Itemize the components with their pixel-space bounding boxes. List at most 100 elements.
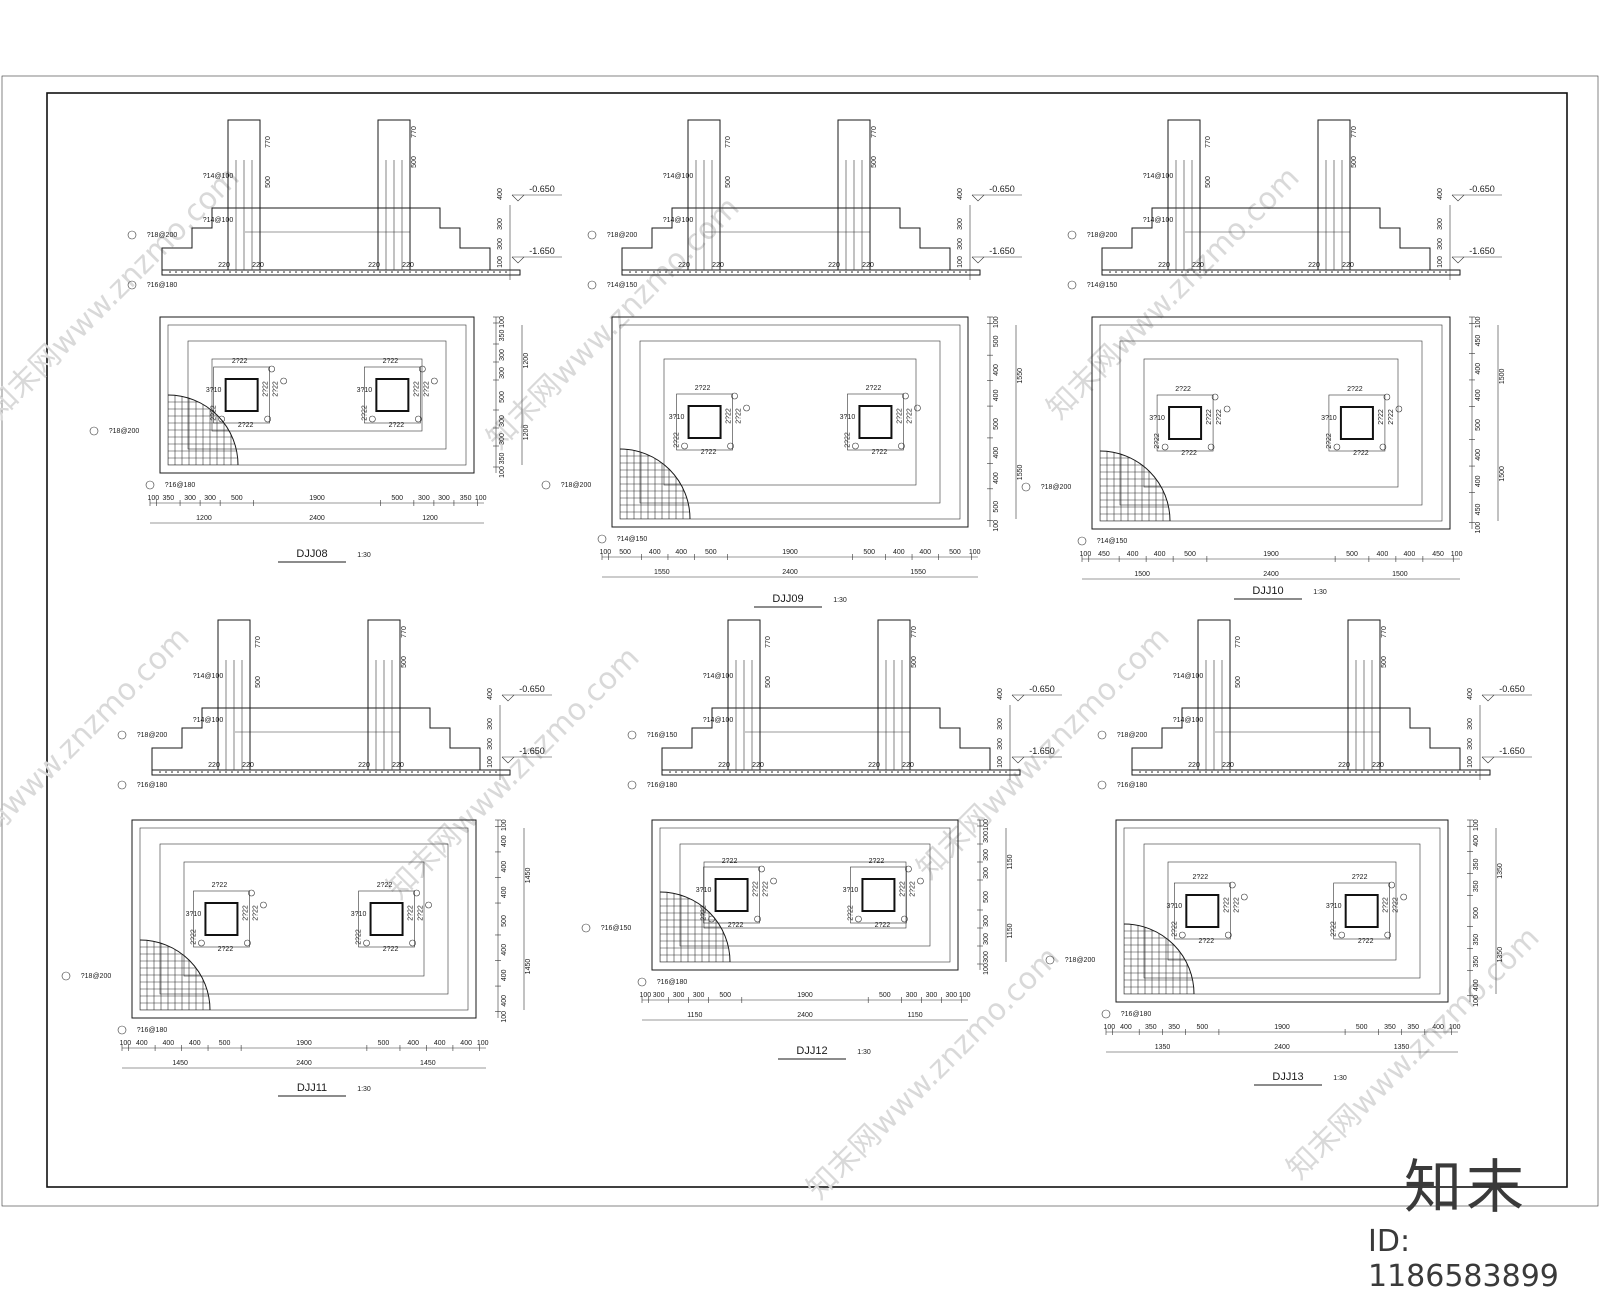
rebar-marker-2 xyxy=(1077,536,1087,546)
slab-rebar-dot xyxy=(367,271,369,273)
column-rebar-label: 2?22 xyxy=(408,905,415,921)
plan-rebar-label: ?18@200 xyxy=(81,973,112,980)
slab-rebar-dot xyxy=(857,271,859,273)
slab-rebar-dot xyxy=(1253,771,1255,773)
column-height-label: 770 xyxy=(725,136,732,148)
slab-rebar-dot xyxy=(411,771,413,773)
section-height-label: 300 xyxy=(997,738,1004,750)
plan-rebar-label: ?16@180 xyxy=(137,1027,168,1034)
column-rebar-label: 2?22 xyxy=(1175,386,1191,393)
slab-rebar-dot xyxy=(1373,771,1375,773)
plan-column xyxy=(224,378,259,412)
right-dim-label: 350 xyxy=(1473,934,1480,946)
slab-rebar-dot xyxy=(345,771,347,773)
section-height-label: 300 xyxy=(497,238,504,250)
column-rebar-label: 2?22 xyxy=(1154,433,1161,449)
slab-rebar-dot xyxy=(881,271,883,273)
slab-rebar-dot xyxy=(1367,271,1369,273)
slab-rebar-dot xyxy=(1169,271,1171,273)
bottom-dim-label: 400 xyxy=(919,549,931,556)
rebar-callout xyxy=(1384,931,1391,939)
slab-rebar-dot xyxy=(337,271,339,273)
column-offset-label: 220 xyxy=(678,262,690,269)
slab-rebar-dot xyxy=(719,271,721,273)
rebar-marker-2 xyxy=(145,480,155,490)
plan-column xyxy=(1344,894,1379,928)
slab-rebar-dot xyxy=(773,271,775,273)
plan-beam-outline xyxy=(1167,861,1397,961)
column-rebar-label: 2?22 xyxy=(356,929,363,945)
slab-rebar-dot xyxy=(699,771,701,773)
rebar-marker-1 xyxy=(117,730,127,740)
bottom-dim-label: 500 xyxy=(1196,1024,1208,1031)
slab-rebar-dot xyxy=(1265,271,1267,273)
bottom-dim-label: 400 xyxy=(189,1040,201,1047)
slab-rebar-dot xyxy=(1211,271,1213,273)
slab-rebar-dot xyxy=(259,271,261,273)
slab-rebar-dot xyxy=(1289,271,1291,273)
slab-rebar-dot xyxy=(1289,771,1291,773)
plan-base-outline xyxy=(619,324,961,520)
level-triangle xyxy=(1451,194,1465,202)
slab-rebar-dot xyxy=(647,271,649,273)
column-rebar-label: 2?22 xyxy=(1352,874,1368,881)
rebar-callout xyxy=(770,877,777,885)
right-dim-label: 300 xyxy=(499,415,506,427)
slab-rebar-dot xyxy=(879,771,881,773)
slab-rebar-dot xyxy=(451,271,453,273)
slab-rebar-dot xyxy=(1157,271,1159,273)
rebar-callout xyxy=(415,415,422,423)
plan-outer-outline xyxy=(159,316,475,474)
slab-rebar-dot xyxy=(929,271,931,273)
right-dim-label: 100 xyxy=(993,316,1000,328)
slab-rebar-dot xyxy=(899,271,901,273)
slab-rebar-dot xyxy=(1409,271,1411,273)
bottom-total-label: 2400 xyxy=(309,515,325,522)
right-total-label: 1500 xyxy=(1499,466,1506,482)
foundation-rebar-mesh xyxy=(620,449,690,519)
bottom-dim-label: 500 xyxy=(879,992,891,999)
slab-rebar-dot xyxy=(265,271,267,273)
detail-title: DJJ08 xyxy=(296,548,327,560)
column-rebar-label: 2?22 xyxy=(866,385,882,392)
bottom-dim-label: 100 xyxy=(969,549,981,556)
slab-rebar-dot xyxy=(861,771,863,773)
slab-rebar-dot xyxy=(343,271,345,273)
slab-rebar-dot xyxy=(869,271,871,273)
rebar-callout xyxy=(264,415,271,423)
column-rebar-label: 2?22 xyxy=(423,381,430,397)
slab-rebar-dot xyxy=(843,771,845,773)
column-rebar-label: 2?22 xyxy=(875,922,891,929)
rebar-callout xyxy=(731,392,738,400)
right-dim-label: 400 xyxy=(501,995,508,1007)
slab-rebar-dot xyxy=(1313,771,1315,773)
bottom-dim-label: 400 xyxy=(434,1040,446,1047)
slab-rebar-dot xyxy=(1115,271,1117,273)
section-base-slab xyxy=(621,269,981,276)
rebar-callout xyxy=(1395,405,1403,413)
level-triangle xyxy=(1011,756,1025,764)
slab-rebar-dot xyxy=(1247,771,1249,773)
column-rebar-label: 2?22 xyxy=(1206,409,1213,425)
right-dim-label: 300 xyxy=(499,433,506,445)
slab-rebar-dot xyxy=(375,771,377,773)
section-base-slab xyxy=(161,269,521,276)
column-rebar-label: 2?22 xyxy=(383,946,399,953)
slab-rebar-dot xyxy=(1439,771,1441,773)
slab-rebar-dot xyxy=(963,771,965,773)
detail-djj12: 770500400300300100770500-0.650-1.650?14@… xyxy=(581,619,1062,1060)
slab-rebar-dot xyxy=(845,271,847,273)
column-rebar-label: 2?22 xyxy=(232,358,248,365)
slab-rebar-dot xyxy=(505,271,507,273)
rebar-callout xyxy=(431,377,438,385)
slab-rebar-dot xyxy=(1163,271,1165,273)
slab-rebar-dot xyxy=(351,771,353,773)
slab-rebar-dot xyxy=(475,271,477,273)
bottom-dim-label: 400 xyxy=(460,1040,472,1047)
slab-rebar-dot xyxy=(1379,271,1381,273)
right-dim-label: 100 xyxy=(1475,522,1482,534)
plan-column-ring xyxy=(1174,882,1231,940)
column-offset-label: 220 xyxy=(902,762,914,769)
slab-rebar-dot xyxy=(851,271,853,273)
slab-rebar-dot xyxy=(199,271,201,273)
